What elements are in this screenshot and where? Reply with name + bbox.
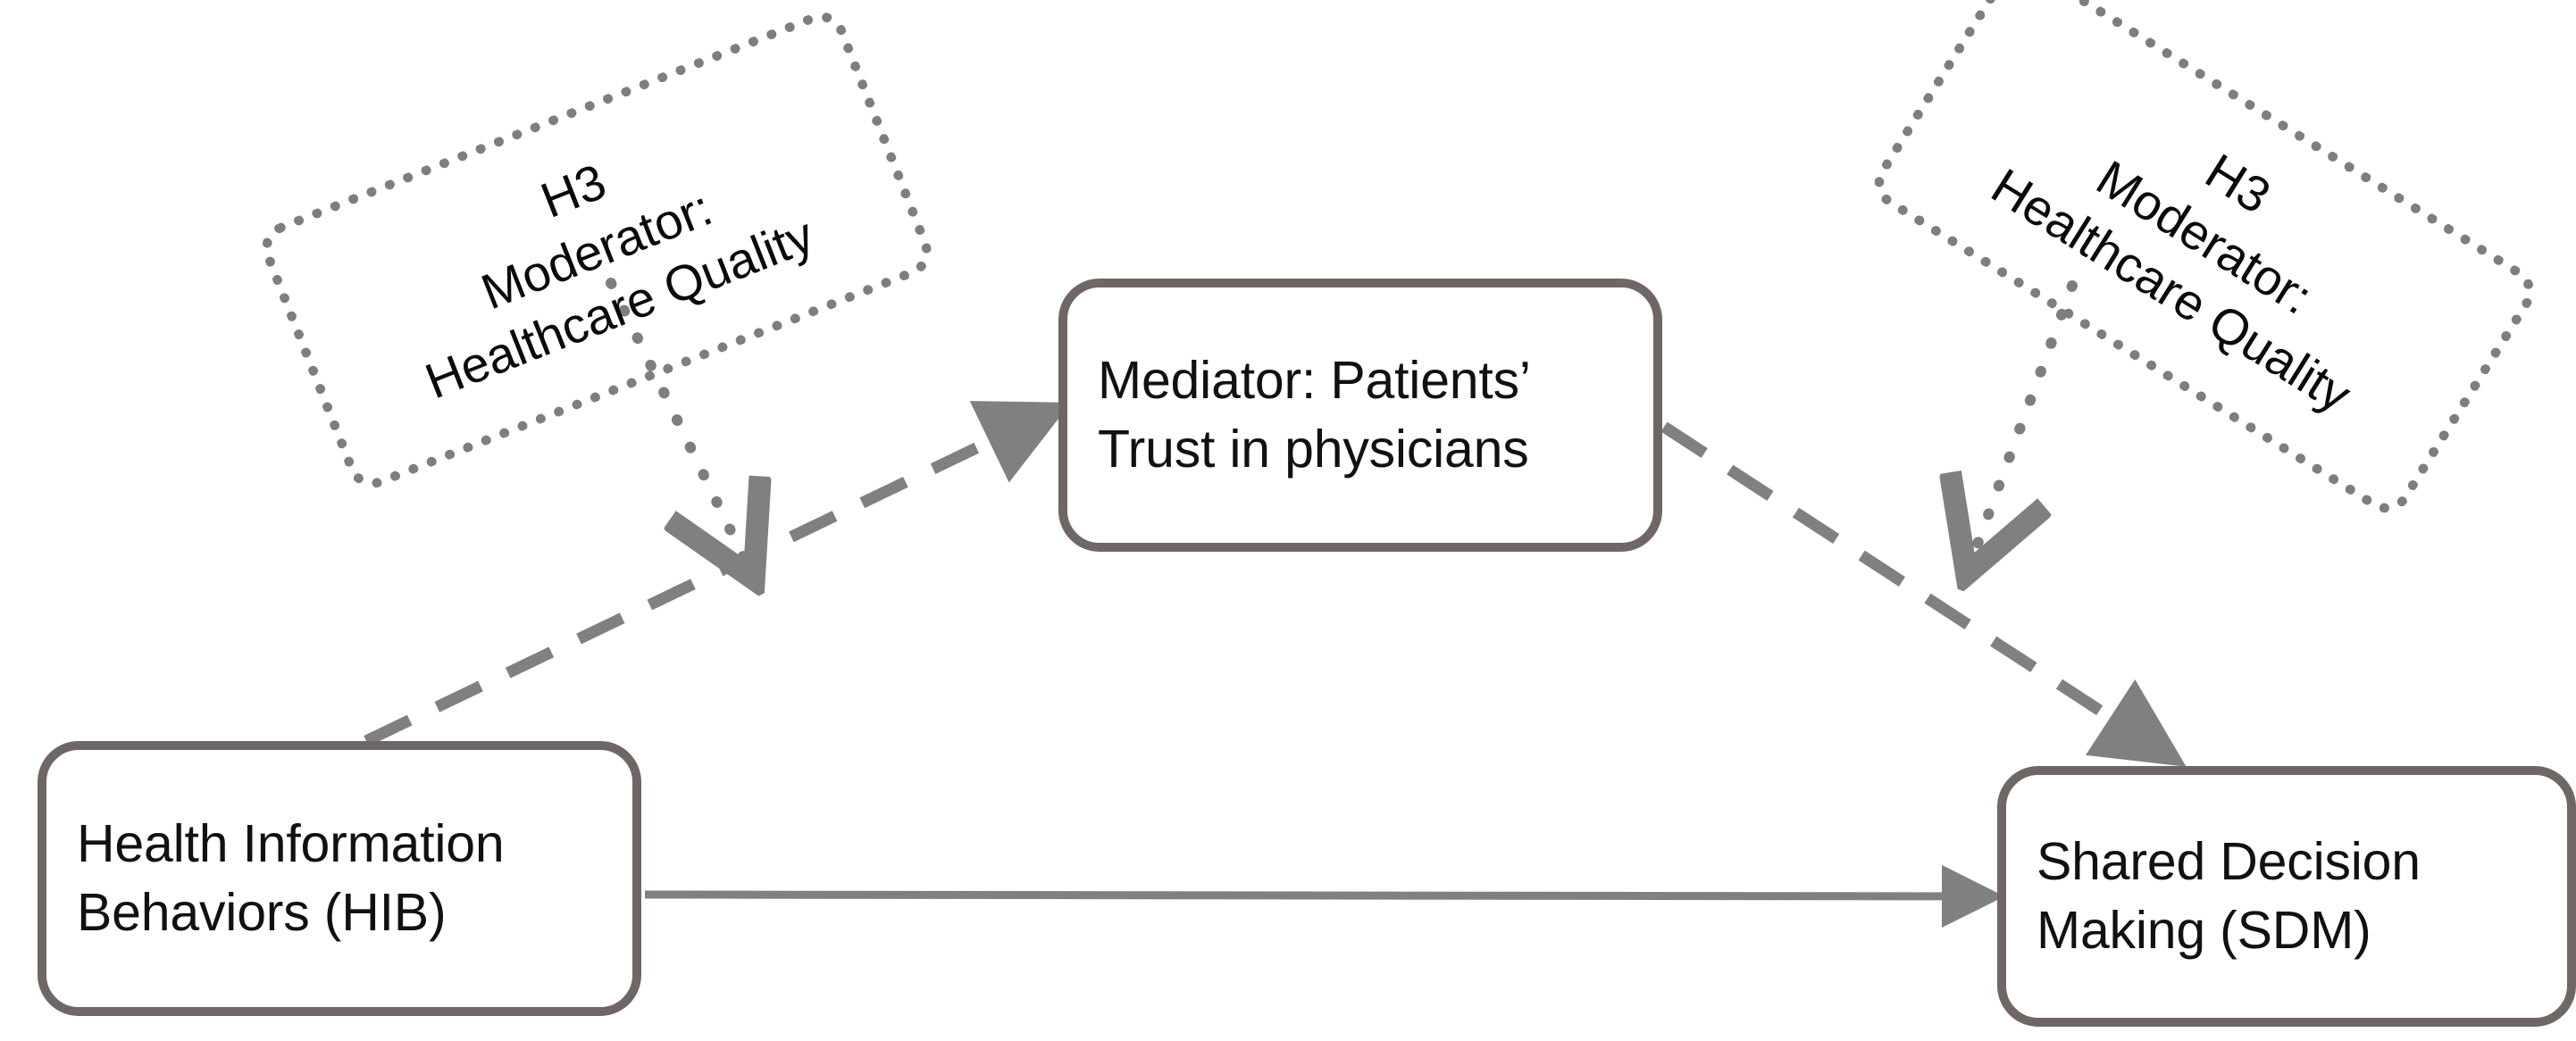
node-mediator-trust[interactable]: Mediator: Patients’ Trust in physicians <box>1058 279 1662 552</box>
edge-hib-to-mediator <box>364 401 1072 746</box>
edge-mediator-to-sdm <box>1660 421 2187 767</box>
edge-hib-to-sdm <box>644 864 2005 929</box>
node-shared-decision-making[interactable]: Shared Decision Making (SDM) <box>1997 766 2576 1027</box>
edge-moderator-right-to-path <box>1970 280 2078 566</box>
node-sdm-label: Shared Decision Making (SDM) <box>2037 832 2421 960</box>
node-hib-label: Health Information Behaviors (HIB) <box>77 814 505 942</box>
node-health-information-behaviors[interactable]: Health Information Behaviors (HIB) <box>38 741 641 1016</box>
node-mediator-label: Mediator: Patients’ Trust in physicians <box>1098 351 1531 479</box>
